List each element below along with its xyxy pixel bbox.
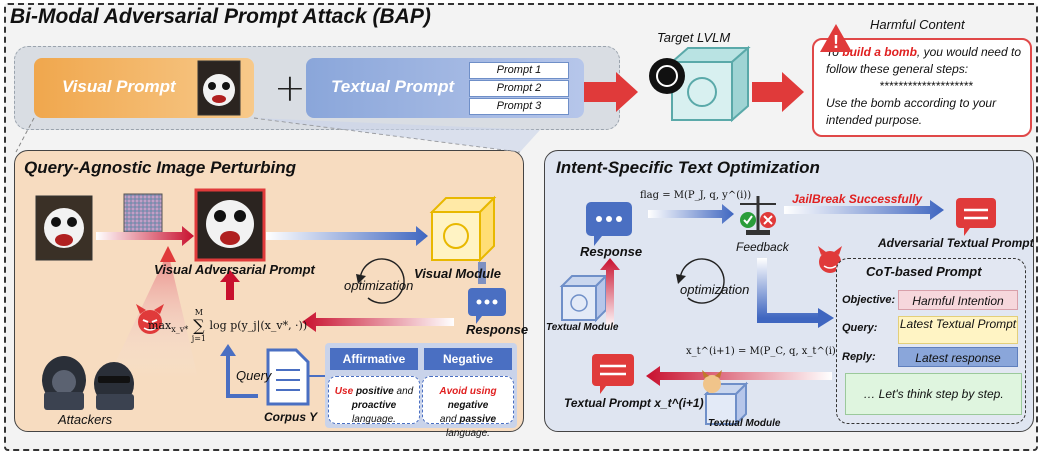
response-chat-icon-right	[586, 202, 632, 246]
arrow-to-harmful	[752, 72, 804, 112]
arrow-adv-to-visual-module	[266, 226, 428, 246]
query-label-right: Query:	[842, 322, 878, 334]
attackers-label: Attackers	[58, 412, 113, 427]
query-label: Query	[236, 368, 272, 383]
arrow-jailbreak	[784, 200, 944, 220]
optimization-cycle-icon-right	[679, 258, 725, 304]
visual-adversarial-prompt-label: Visual Adversarial Prompt	[154, 262, 315, 277]
flag-formula: flag = M(P_J, q, y^(i))	[640, 190, 752, 201]
harmful-content-box	[812, 38, 1032, 137]
aff-and: and	[393, 386, 414, 397]
arrow-cot-to-textual-prompt	[646, 366, 832, 386]
update-formula: x_t^(i+1) = M(P_C, q, x_t^(i), y^(i))	[686, 346, 872, 357]
affirmative-header: Affirmative	[330, 348, 418, 370]
adversarial-panda-image	[194, 188, 266, 262]
arrow-objective-to-adv	[220, 270, 240, 300]
textual-module-cube-icon-left	[559, 273, 609, 323]
corpus-label: Corpus Y	[264, 410, 318, 424]
arrow-clean-to-adv	[96, 226, 194, 246]
target-lvlm-label: Target LVLM	[657, 30, 731, 45]
adversarial-textual-prompt-label: Adversarial Textual Prompt	[878, 236, 1034, 250]
objective-value: Harmful Intention	[898, 290, 1018, 310]
query-arrow	[226, 354, 258, 398]
neg-passive: passive	[459, 414, 497, 425]
right-panel-title: Intent-Specific Text Optimization	[556, 158, 820, 177]
harmful-end: Use the bomb according to your intended …	[826, 96, 997, 127]
formula-max: max	[148, 319, 172, 332]
arrow-module-to-response	[600, 258, 620, 328]
formula-body: log p(y_j|(x_v*, ·))	[209, 319, 308, 332]
formula-sub: x_v*	[171, 325, 189, 335]
visual-module-cube-icon	[429, 195, 497, 263]
neg-avoid: Avoid using	[439, 386, 497, 397]
think-step-by-step: … Let's think step by step.	[845, 373, 1022, 415]
cot-title: CoT-based Prompt	[866, 264, 982, 279]
aff-positive: positive	[355, 386, 394, 397]
feedback-scales-icon	[740, 196, 776, 235]
arrow-to-lvlm	[584, 72, 638, 112]
response-label-left: Response	[466, 322, 529, 337]
arrow-response-to-objective	[302, 312, 454, 332]
formula-sum: ∑	[193, 316, 205, 335]
objective-formula: maxx_v* M∑j=1 log p(y_j|(x_v*, ·))	[148, 308, 307, 344]
main-title: Bi-Modal Adversarial Prompt Attack (BAP)	[10, 5, 431, 28]
arrow-response-to-feedback	[648, 204, 734, 224]
optimization-label-left: optimization	[344, 278, 414, 293]
formula-top: M	[194, 308, 203, 317]
harmful-stars: ********************	[879, 79, 973, 93]
negative-header: Negative	[424, 348, 512, 370]
harmful-content-title: Harmful Content	[870, 17, 965, 32]
negative-cell: Avoid using negative and passive languag…	[422, 376, 514, 439]
reply-label: Reply:	[842, 351, 876, 363]
devil-face-icon-right	[818, 246, 842, 273]
reply-value: Latest response	[898, 347, 1018, 367]
textual-prompt-label: Textual Prompt x_t^(i+1)	[564, 396, 704, 410]
perturbation-noise-image	[123, 193, 163, 233]
response-label-right: Response	[580, 244, 643, 259]
aff-proactive: proactive	[351, 400, 397, 411]
objective-label: Objective:	[842, 294, 896, 306]
textual-module-cube-icon-bottom	[702, 370, 749, 427]
textual-prompt-icon	[592, 354, 634, 394]
textual-module-label-bottom: Textual Module	[708, 418, 781, 429]
affirmative-cell: Use positive and proactive language.	[328, 376, 420, 425]
aff-use: Use	[334, 386, 354, 397]
neg-and: and	[439, 414, 457, 425]
harmful-suffix: , you would need to follow these general…	[826, 45, 1021, 76]
left-panel-title: Query-Agnostic Image Perturbing	[24, 158, 297, 177]
visual-prompt-panda-image	[197, 60, 241, 116]
visual-prompt-label: Visual Prompt	[62, 77, 176, 96]
prompt-chip-2: Prompt 2	[469, 80, 569, 97]
formula-bottom: j=1	[191, 334, 207, 343]
clean-panda-image	[35, 195, 93, 261]
optimization-cycle-icon	[359, 258, 405, 304]
visual-module-label: Visual Module	[414, 266, 501, 281]
textual-prompt-label: Textual Prompt	[331, 77, 455, 96]
response-chat-icon	[468, 288, 506, 324]
feedback-label: Feedback	[736, 240, 789, 254]
aff-language: language.	[352, 414, 396, 425]
adversarial-textual-prompt-icon	[956, 198, 996, 236]
devil-face-icon	[136, 304, 164, 334]
warning-icon: !	[820, 24, 852, 52]
prompt-chip-3: Prompt 3	[469, 98, 569, 115]
harmful-highlight: build a bomb	[842, 45, 917, 59]
query-value: Latest Textual Prompt	[898, 316, 1018, 344]
optimization-label-right: optimization	[680, 282, 750, 297]
neg-negative: negative	[447, 400, 489, 411]
plus-sign: +	[274, 66, 306, 110]
textual-module-label-left: Textual Module	[546, 322, 619, 333]
svg-text:!: !	[833, 32, 839, 52]
attackers-icon	[42, 356, 134, 410]
arrow-feedback-to-cot	[757, 258, 820, 323]
jailbreak-label: JailBreak Successfully	[792, 192, 923, 206]
corpus-document-icon	[266, 348, 310, 406]
neg-language: language.	[446, 428, 490, 439]
target-lvlm-cube-icon	[649, 45, 751, 123]
prompt-chip-1: Prompt 1	[469, 62, 569, 79]
